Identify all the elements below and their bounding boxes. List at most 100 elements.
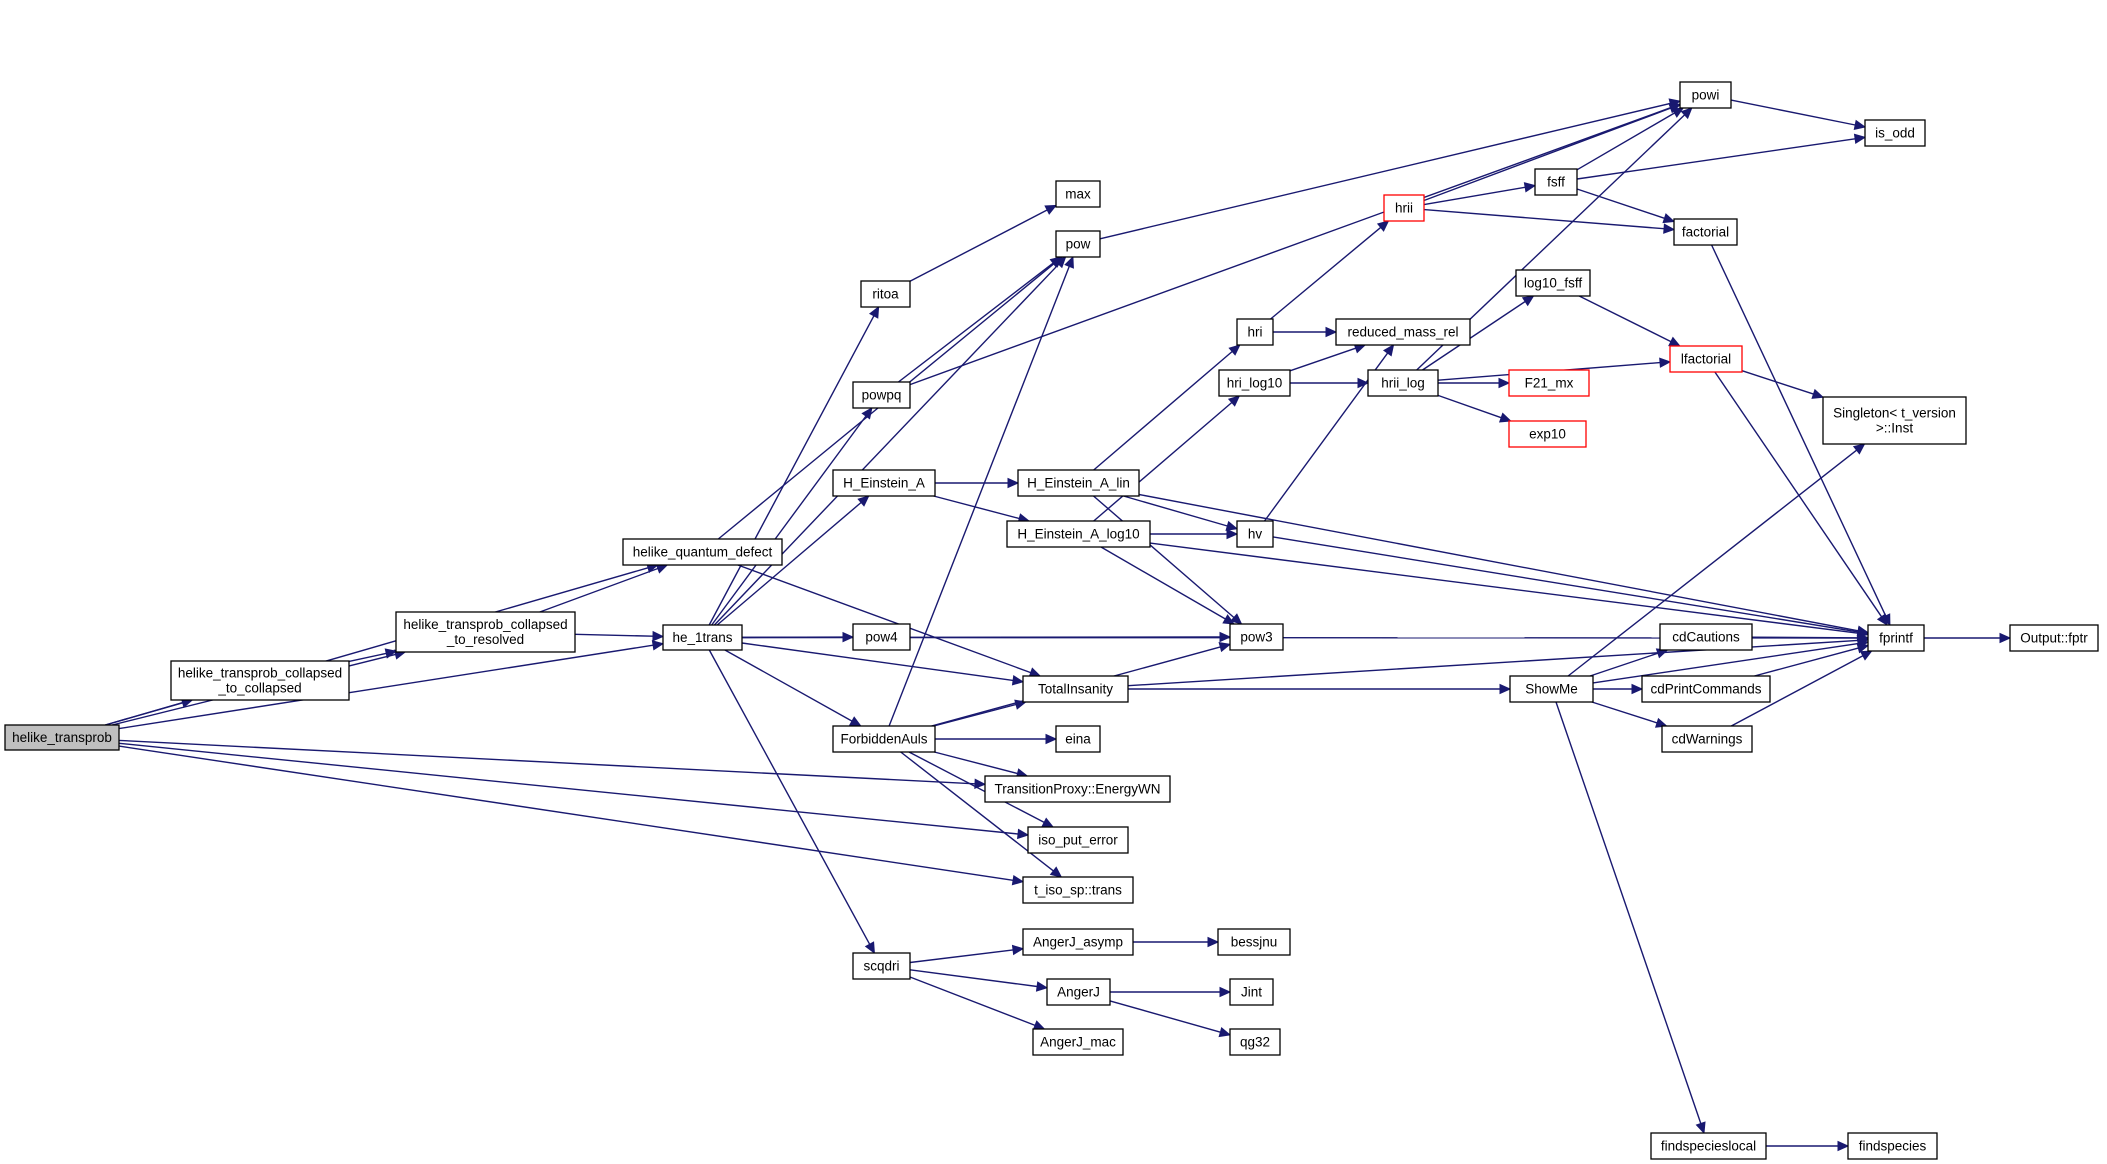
node-helike-transprob-collapsed-to-collapsed[interactable]: helike_transprob_collapsed_to_collapsed	[170, 660, 350, 701]
node-iso-put-error[interactable]: iso_put_error	[1027, 826, 1129, 854]
edge-arrowhead	[1680, 107, 1693, 120]
node-pow4[interactable]: pow4	[852, 623, 911, 651]
node-jint[interactable]: Jint	[1229, 978, 1274, 1006]
node-hrii-log[interactable]: hrii_log	[1367, 369, 1439, 397]
node-label: Jint	[1241, 985, 1262, 1000]
edge-line	[909, 949, 1014, 964]
edge-arrowhead	[974, 778, 987, 790]
edge-arrowhead	[1498, 412, 1512, 423]
edge-arrowhead	[1876, 613, 1888, 627]
edge-line	[708, 315, 875, 626]
node-h-einstein-a-log10[interactable]: H_Einstein_A_log10	[1006, 520, 1151, 548]
node-h-einstein-a-lin[interactable]: H_Einstein_A_lin	[1017, 469, 1140, 497]
edge-he-1trans-to-scqdri	[708, 649, 875, 955]
node-fprintf[interactable]: fprintf	[1867, 624, 1925, 652]
edge-arrowhead	[1523, 182, 1537, 193]
edge-line	[724, 649, 853, 722]
edge-line	[1710, 244, 1887, 617]
node-box	[1055, 180, 1101, 208]
edge-line	[1272, 536, 1859, 633]
node-box	[1055, 725, 1101, 753]
node-h-einstein-a[interactable]: H_Einstein_A	[832, 469, 936, 497]
node-scqdri[interactable]: scqdri	[852, 952, 911, 980]
node-box	[1229, 623, 1284, 651]
node-trans[interactable]: t_iso_sp::trans	[1022, 876, 1134, 904]
node-box	[1055, 230, 1101, 258]
node-showme[interactable]: ShowMe	[1509, 675, 1594, 703]
node-powi[interactable]: powi	[1679, 81, 1732, 109]
node-totalinsanity[interactable]: TotalInsanity	[1022, 675, 1129, 703]
node-label: fprintf	[1879, 631, 1913, 646]
node-reduced-mass-rel[interactable]: reduced_mass_rel	[1335, 318, 1471, 346]
node-ritoa[interactable]: ritoa	[860, 280, 911, 308]
node-helike-transprob[interactable]: helike_transprob	[4, 724, 120, 751]
node-box	[1027, 826, 1129, 854]
edge-arrowhead	[1218, 641, 1232, 653]
node-label: >::Inst	[1876, 421, 1913, 436]
node-qg32[interactable]: qg32	[1229, 1028, 1281, 1056]
node-f21-mx[interactable]: F21_mx	[1508, 369, 1590, 397]
node-forbiddenauls[interactable]: ForbiddenAuls	[832, 725, 936, 753]
node-max[interactable]: max	[1055, 180, 1101, 208]
edge-line	[1138, 493, 1859, 632]
node-box	[852, 623, 911, 651]
node-cdprintcommands[interactable]: cdPrintCommands	[1641, 675, 1771, 703]
node-findspecieslocal[interactable]: findspecieslocal	[1650, 1132, 1767, 1160]
node-lfactorial[interactable]: lfactorial	[1669, 345, 1743, 373]
node-label: is_odd	[1875, 126, 1915, 141]
edge-arrowhead	[857, 495, 870, 507]
node-factorial[interactable]: factorial	[1673, 218, 1738, 246]
node-output-fptr[interactable]: Output::fptr	[2009, 624, 2099, 652]
node-label: hv	[1248, 527, 1263, 542]
node-bessjnu[interactable]: bessjnu	[1217, 928, 1291, 956]
node-pow3[interactable]: pow3	[1229, 623, 1284, 651]
edge-line	[348, 652, 387, 663]
edge-he-1trans-to-powpq	[711, 407, 873, 626]
node-exp10[interactable]: exp10	[1508, 420, 1587, 448]
node-label: TotalInsanity	[1038, 682, 1113, 697]
node-eina[interactable]: eina	[1055, 725, 1101, 753]
node-powpq[interactable]: powpq	[852, 381, 911, 409]
node-angerj-mac[interactable]: AngerJ_mac	[1032, 1028, 1124, 1056]
node-label: findspecieslocal	[1661, 1139, 1756, 1154]
node-singleton[interactable]: Singleton< t_version>::Inst	[1822, 396, 1967, 445]
node-label: hrii	[1395, 201, 1413, 216]
node-box	[1367, 369, 1439, 397]
node-cdwarnings[interactable]: cdWarnings	[1661, 725, 1753, 753]
node-fsff[interactable]: fsff	[1534, 168, 1578, 196]
node-box	[1534, 168, 1578, 196]
edge-hv-to-reduced-mass-rel	[1263, 344, 1395, 522]
edge-h-einstein-a-log10-to-hv	[1150, 528, 1239, 540]
node-hrii[interactable]: hrii	[1383, 194, 1425, 222]
node-box	[662, 624, 743, 651]
edge-line	[118, 739, 976, 785]
node-helike-quantum-defect[interactable]: helike_quantum_defect	[622, 538, 783, 566]
node-cdcautions[interactable]: cdCautions	[1659, 623, 1753, 651]
edge-he-1trans-to-h-einstein-a	[716, 495, 870, 626]
node-is-odd[interactable]: is_odd	[1864, 119, 1926, 147]
node-pow[interactable]: pow	[1055, 230, 1101, 258]
node-angerj[interactable]: AngerJ	[1046, 978, 1111, 1006]
node-box	[852, 952, 911, 980]
node-findspecies[interactable]: findspecies	[1847, 1132, 1938, 1160]
node-angerj-asymp[interactable]: AngerJ_asymp	[1022, 928, 1134, 956]
node-helike-transprob-collapsed-to-resolved[interactable]: helike_transprob_collapsed_to_resolved	[395, 611, 576, 653]
node-box	[1236, 520, 1274, 548]
edge-fsff-to-is-odd	[1576, 133, 1867, 180]
edge-hri-to-hrii	[1270, 220, 1390, 320]
node-log10-fsff[interactable]: log10_fsff	[1515, 269, 1591, 297]
node-label: helike_transprob	[12, 730, 112, 745]
node-hri[interactable]: hri	[1236, 318, 1274, 346]
edge-arrowhead	[1207, 936, 1220, 948]
node-hri-log10[interactable]: hri_log10	[1218, 369, 1291, 397]
node-he-1trans[interactable]: he_1trans	[662, 624, 743, 651]
edge-arrowhead	[1011, 944, 1025, 956]
node-box	[1661, 725, 1753, 753]
edge-fsff-to-factorial	[1576, 188, 1676, 224]
edge-arrowhead	[868, 305, 880, 319]
node-hv[interactable]: hv	[1236, 520, 1274, 548]
edge-arrowhead	[1853, 133, 1867, 145]
node-energywn[interactable]: TransitionProxy::EnergyWN	[984, 775, 1171, 803]
node-label: t_iso_sp::trans	[1034, 883, 1122, 898]
